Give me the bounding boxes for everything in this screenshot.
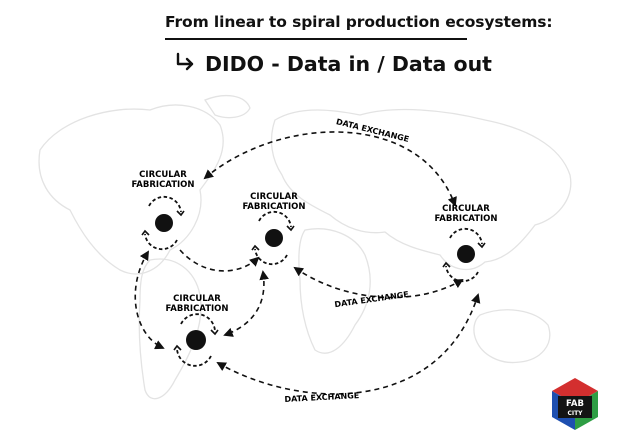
node-label-line2: FABRICATION bbox=[242, 202, 305, 212]
return-arrow-icon bbox=[176, 52, 194, 71]
circular-node: CIRCULAR FABRICATION bbox=[131, 170, 195, 251]
exchange-label-middle: DATA EXCHANGE bbox=[334, 290, 409, 309]
world-map-background bbox=[38, 94, 572, 400]
circular-node: CIRCULAR FABRICATION bbox=[434, 204, 498, 283]
node-label-line2: FABRICATION bbox=[165, 304, 228, 314]
logo-text-fab: FAB bbox=[566, 399, 584, 409]
node-core bbox=[265, 229, 283, 247]
connections bbox=[134, 131, 481, 395]
logo-text-city: CITY bbox=[567, 410, 583, 417]
page-subtitle: DIDO - Data in / Data out bbox=[205, 52, 492, 76]
connection-top-arc bbox=[203, 131, 457, 207]
fab-city-logo: FAB CITY bbox=[552, 378, 598, 430]
node-label-line1: CIRCULAR bbox=[173, 294, 221, 304]
page-title: From linear to spiral production ecosyst… bbox=[165, 13, 553, 31]
title-underline bbox=[165, 38, 467, 40]
circular-node: CIRCULAR FABRICATION bbox=[165, 294, 229, 367]
node-label-line1: CIRCULAR bbox=[250, 192, 298, 202]
node-label-line1: CIRCULAR bbox=[442, 204, 490, 214]
node-core bbox=[457, 245, 475, 263]
connection-bottom-arc bbox=[216, 293, 481, 395]
exchange-label-top: DATA EXCHANGE bbox=[335, 117, 410, 144]
node-core bbox=[186, 330, 206, 350]
node-core bbox=[155, 214, 173, 232]
node-label-line2: FABRICATION bbox=[131, 180, 194, 190]
connection-n2-n4 bbox=[223, 270, 269, 337]
connection-n1-n2 bbox=[179, 249, 260, 272]
circular-node: CIRCULAR FABRICATION bbox=[242, 192, 306, 266]
node-label-line1: CIRCULAR bbox=[139, 170, 187, 180]
node-label-line2: FABRICATION bbox=[434, 214, 497, 224]
exchange-label-bottom: DATA EXCHANGE bbox=[284, 391, 359, 404]
